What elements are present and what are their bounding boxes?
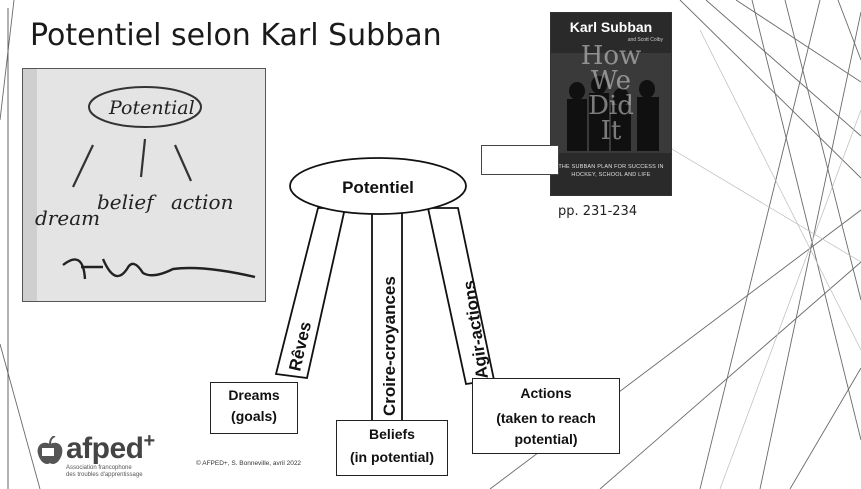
deco-line (679, 0, 861, 179)
deco-line (0, 0, 15, 121)
handwriting-sketch: Potential dream belief action (23, 69, 265, 301)
leg-label-croire: Croire-croyances (380, 276, 399, 416)
label-beliefs-line: Beliefs (369, 426, 415, 442)
apple-icon (37, 436, 63, 464)
word-dream: dream (35, 206, 100, 230)
deco-line (719, 109, 861, 489)
label-dreams-line: (goals) (231, 408, 277, 424)
deco-line (699, 0, 821, 489)
logo-wordmark: afped+ (66, 430, 155, 466)
deco-line (784, 0, 861, 301)
label-beliefs: Beliefs (in potential) (336, 420, 448, 476)
slide-title: Potentiel selon Karl Subban (30, 18, 442, 53)
logo-plus: + (143, 430, 156, 452)
book-cover: Karl Subban and Scott Colby How We Did I… (550, 12, 672, 196)
book-title-line: It (600, 116, 622, 146)
deco-line (789, 367, 861, 489)
deco-line (751, 0, 861, 441)
book-subtitle: THE SUBBAN PLAN FOR SUCCESS IN HOCKEY, S… (558, 164, 664, 178)
deco-line (599, 261, 861, 489)
label-dreams: Dreams (goals) (210, 382, 298, 434)
handwritten-photo: Potential dream belief action (22, 68, 266, 302)
label-actions-line: (taken to reach (496, 410, 596, 426)
copyright-text: © AFPED+, S. Bonneville, avril 2022 (196, 460, 302, 467)
deco-line (759, 11, 861, 489)
label-actions-line: potential) (514, 431, 578, 447)
deco-line (735, 0, 861, 83)
book-author: Karl Subban (569, 19, 653, 35)
stool-seat (289, 157, 467, 215)
book-title-line: Did (588, 91, 634, 121)
deco-line (837, 0, 861, 61)
book-coauthor: and Scott Colby (627, 37, 663, 43)
logo-tagline-line: Association francophone (66, 465, 132, 471)
signature-scribble (62, 258, 256, 280)
book-title-line: We (591, 66, 631, 96)
word-belief: belief (97, 190, 157, 214)
label-actions-line: Actions (520, 385, 572, 401)
stool-seat-label: Potentiel (342, 178, 414, 197)
circle-word: Potential (108, 97, 195, 119)
word-action: action (171, 190, 233, 214)
deco-line (699, 29, 861, 351)
deco-line (705, 0, 861, 137)
label-beliefs-line: (in potential) (350, 449, 434, 465)
deco-line (639, 129, 861, 263)
deco-line (0, 343, 41, 489)
stool-leg-left (274, 207, 347, 379)
label-dreams-line: Dreams (228, 387, 280, 403)
label-actions: Actions (taken to reach potential) (472, 378, 620, 454)
logo-tagline: Association francophone des troubles d'a… (66, 465, 186, 479)
logo-name: afped (66, 432, 144, 465)
book-title-line: How (580, 41, 642, 71)
circle-sketch (88, 86, 202, 128)
page-reference: pp. 231-234 (558, 204, 638, 219)
book-photo (551, 13, 671, 195)
blank-box (481, 145, 559, 175)
logo-tagline-line: des troubles d'apprentissage (66, 472, 143, 478)
